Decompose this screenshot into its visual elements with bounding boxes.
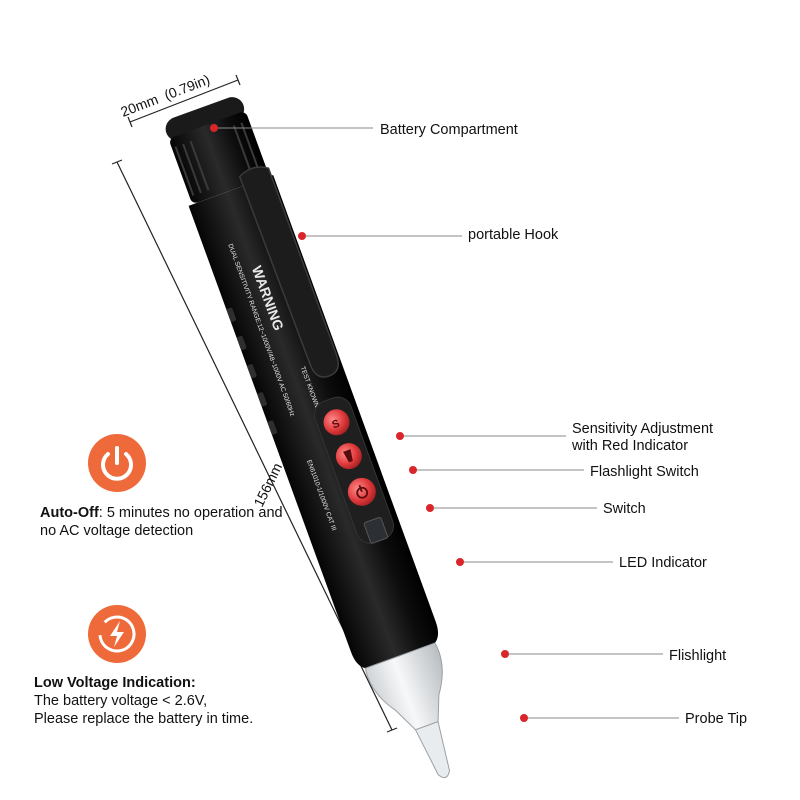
voltage-tester-pen: WARNING DUAL SENSITIVITY RANGE:12~1000V/…	[165, 97, 451, 779]
low-voltage-feature: Low Voltage Indication: The battery volt…	[34, 674, 334, 728]
portable-hook-label: portable Hook	[468, 227, 559, 243]
power-switch-button[interactable]	[344, 474, 380, 510]
switch-label: Switch	[603, 501, 646, 517]
flashlight-switch-button[interactable]	[332, 439, 365, 472]
led-indicator-window	[363, 516, 389, 544]
flashlight-switch-label: Flashlight Switch	[590, 464, 699, 480]
low-voltage-line3: Please replace the battery in time.	[34, 711, 254, 727]
sensitivity-label-line1: Sensitivity Adjustment	[572, 421, 713, 437]
probe-tip-label: Probe Tip	[685, 711, 747, 727]
led-indicator-label: LED Indicator	[619, 555, 707, 571]
probe-tip	[414, 720, 451, 779]
callout-lines	[214, 127, 679, 719]
callout-dots	[210, 124, 528, 722]
auto-off-feature: Auto-Off: 5 minutes no operation and no …	[40, 504, 300, 540]
battery-compartment-label: Battery Compartment	[380, 122, 518, 138]
portable-hook	[238, 166, 339, 378]
lightning-bolt-icon	[88, 605, 146, 663]
sensitivity-label-line2: with Red Indicator	[571, 438, 688, 454]
flashlight-label: Flishlight	[669, 648, 726, 664]
svg-text:S: S	[330, 418, 341, 432]
low-voltage-title: Low Voltage Indication:	[34, 675, 196, 691]
low-voltage-line2: The battery voltage < 2.6V,	[34, 693, 208, 709]
auto-off-text: : 5 minutes no operation and no AC volta…	[40, 505, 283, 539]
power-icon	[88, 434, 146, 492]
sensitivity-button[interactable]: S	[320, 406, 353, 439]
auto-off-title: Auto-Off	[40, 505, 99, 521]
pen-body	[188, 175, 439, 669]
